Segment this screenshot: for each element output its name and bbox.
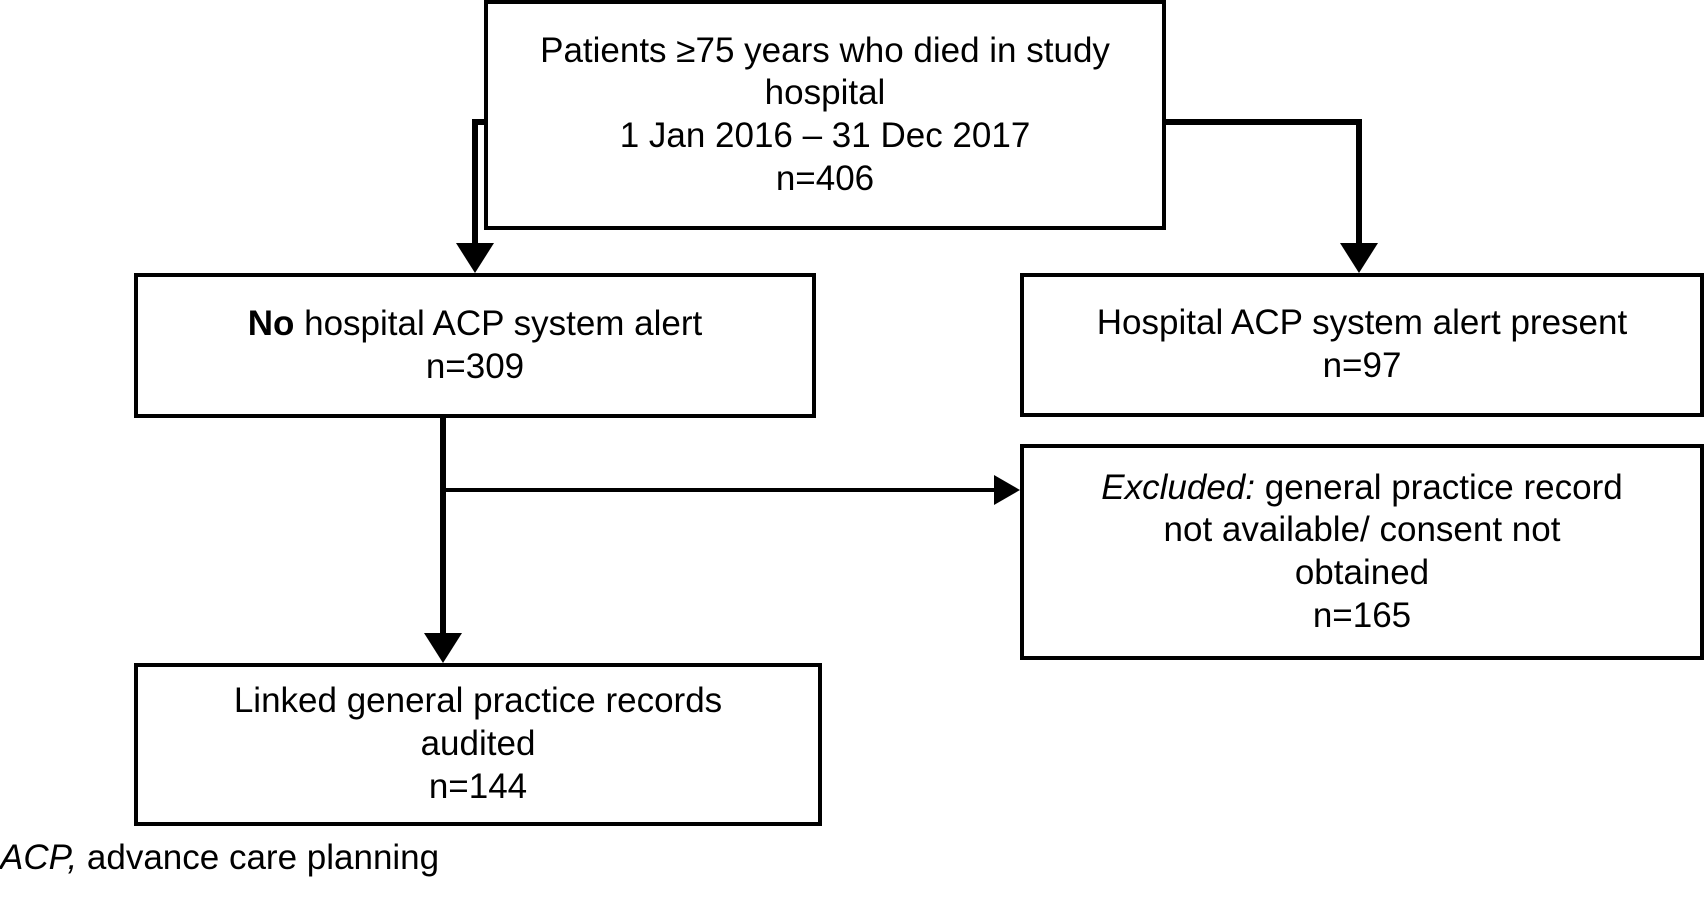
audited-line-2: audited [420, 724, 536, 764]
figure-footnote: ACP, advance care planning [0, 838, 439, 878]
excluded-emphasis: Excluded: [1101, 467, 1255, 507]
audited-line-1: Linked general practice records [233, 681, 723, 721]
cohort-count: n=406 [775, 158, 875, 198]
footnote-abbrev: ACP, [0, 838, 78, 877]
arrowhead-no-alert-to-audited [424, 633, 462, 663]
node-study-cohort[interactable]: Patients ≥75 years who died in study hos… [484, 0, 1166, 230]
connector-cohort-right-horizontal [1160, 119, 1362, 125]
cohort-line-3: 1 Jan 2016 – 31 Dec 2017 [619, 116, 1031, 155]
excluded-line-3: obtained [1294, 553, 1430, 592]
alert-present-count: n=97 [1322, 346, 1402, 385]
node-excluded-records[interactable]: Excluded: general practice record not av… [1020, 444, 1704, 660]
connector-cohort-left-vertical [472, 119, 478, 247]
node-no-acp-alert[interactable]: No hospital ACP system alert n=309 [134, 273, 816, 418]
cohort-line-2: hospital [764, 73, 886, 113]
excluded-rest: general practice record [1255, 467, 1623, 507]
no-alert-count: n=309 [425, 346, 525, 386]
excluded-line-2: not available/ consent not [1163, 510, 1561, 550]
no-alert-label: No hospital ACP system alert [248, 303, 703, 346]
node-acp-alert-present[interactable]: Hospital ACP system alert present n=97 [1020, 273, 1704, 417]
connector-no-alert-vertical [440, 416, 446, 636]
arrowhead-no-alert-to-excluded [994, 475, 1020, 505]
no-alert-emphasis: No [247, 303, 295, 343]
arrowhead-cohort-to-alert-present [1340, 243, 1378, 273]
excluded-count: n=165 [1312, 595, 1412, 635]
no-alert-rest: hospital ACP system alert [294, 303, 703, 343]
connector-cohort-right-vertical [1356, 119, 1362, 247]
connector-no-alert-to-excluded-horizontal [440, 488, 1000, 492]
alert-present-label: Hospital ACP system alert present [1096, 303, 1628, 343]
cohort-line-1: Patients ≥75 years who died in study [540, 30, 1110, 70]
audited-count: n=144 [428, 766, 528, 806]
excluded-label: Excluded: general practice record [1101, 467, 1622, 510]
footnote-expansion: advance care planning [77, 838, 440, 877]
arrowhead-cohort-to-no-alert [456, 243, 494, 273]
node-records-audited[interactable]: Linked general practice records audited … [134, 663, 822, 826]
